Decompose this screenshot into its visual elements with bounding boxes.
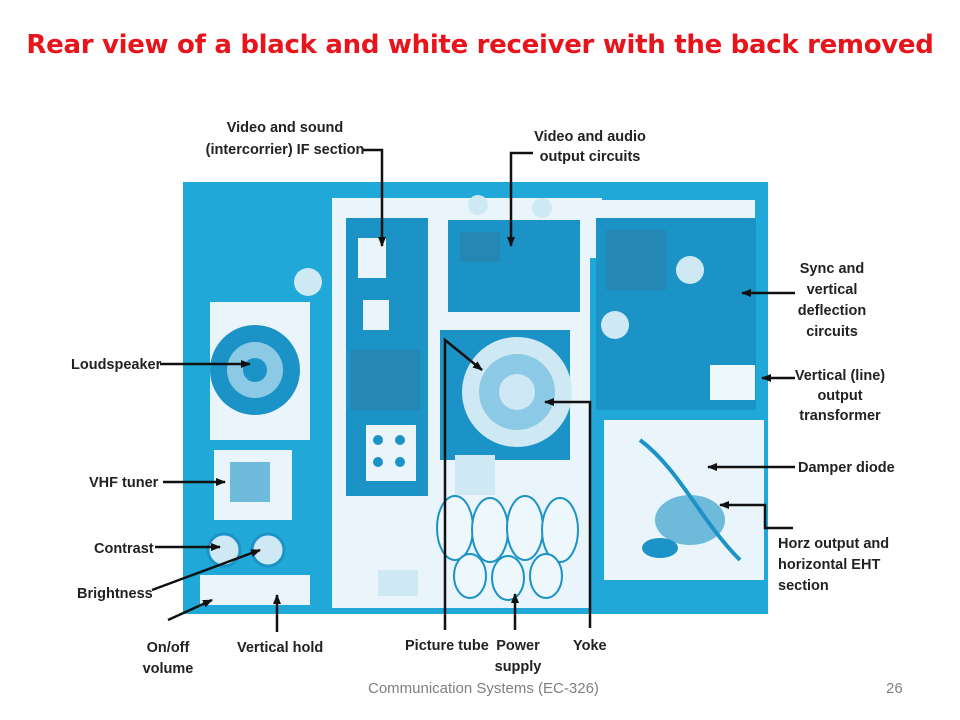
label-contrast: Contrast: [94, 541, 154, 557]
pointer-output-circuits: [507, 151, 533, 247]
pointers: [151, 148, 795, 632]
label-yoke: Yoke: [573, 638, 607, 654]
contrast-knob: [206, 532, 242, 568]
label-brightness: Brightness: [77, 586, 153, 602]
label-if-section: Video and sound(intercorrier) IF section: [206, 120, 365, 158]
footer-course: Communication Systems (EC-326): [368, 680, 599, 697]
pointer-if-section: [362, 148, 386, 247]
label-vertical-hold: Vertical hold: [237, 640, 323, 656]
slide-title: Rear view of a black and white receiver …: [26, 30, 934, 60]
pointer-horz-output: [719, 501, 793, 530]
labels: Video and sound(intercorrier) IF section…: [71, 120, 895, 677]
pointer-picture-tube: [443, 337, 483, 630]
label-loudspeaker: Loudspeaker: [71, 357, 162, 373]
label-vhf-tuner: VHF tuner: [89, 475, 159, 491]
pointer-brightness: [151, 548, 261, 592]
label-damper-diode: Damper diode: [798, 460, 895, 476]
pointer-yoke: [544, 398, 592, 628]
page-number: 26: [886, 680, 903, 697]
label-picture-tube: Picture tube: [405, 638, 489, 654]
pointer-onoff: [167, 598, 213, 622]
capacitors: [436, 495, 579, 601]
receiver-photo: [183, 182, 768, 614]
